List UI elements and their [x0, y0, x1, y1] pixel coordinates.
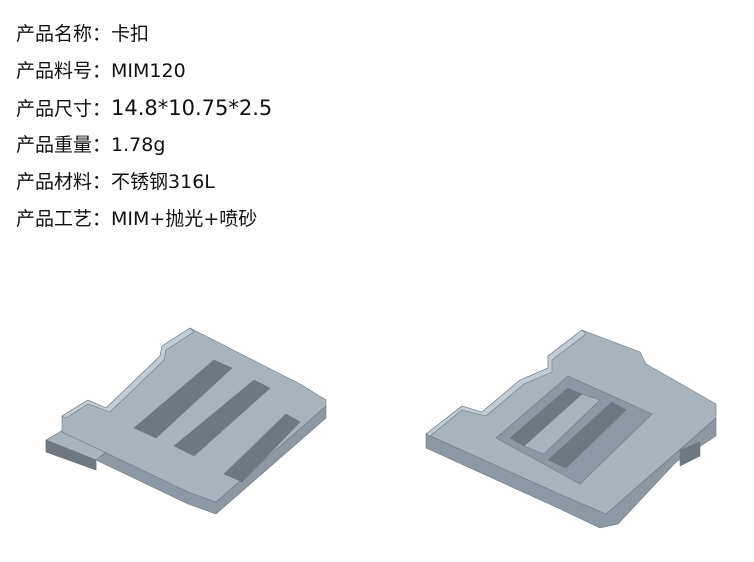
buckle-edge-highlight — [425, 329, 587, 437]
buckle-edge-highlight — [61, 327, 195, 419]
spec-row-process: 产品工艺：MIM+抛光+喷砂 — [16, 205, 272, 242]
spec-value-size: 14.8*10.75*2.5 — [111, 96, 273, 120]
spec-label: 产品重量： — [16, 134, 112, 156]
product-image-front — [18, 300, 358, 540]
spec-label: 产品名称： — [16, 23, 112, 45]
buckle-back-render — [425, 329, 717, 529]
spec-row-material: 产品材料：不锈钢316L — [16, 168, 272, 205]
buckle-slot — [547, 401, 627, 469]
spec-value-material: 不锈钢316L — [111, 171, 215, 193]
buckle-front-render — [45, 327, 327, 515]
product-image-back — [400, 300, 740, 540]
spec-row-weight: 产品重量：1.78g — [16, 131, 272, 168]
buckle-slot — [133, 359, 233, 439]
spec-value-weight: 1.78g — [111, 134, 166, 156]
buckle-bar — [523, 393, 601, 455]
spec-label: 产品尺寸： — [16, 98, 112, 120]
spec-label: 产品材料： — [16, 171, 112, 193]
spec-value-part-number: MIM120 — [111, 60, 186, 82]
product-spec-list: 产品名称：卡扣 产品料号：MIM120 产品尺寸：14.8*10.75*2.5 … — [16, 20, 272, 242]
spec-value-name: 卡扣 — [111, 23, 150, 45]
spec-label: 产品料号： — [16, 60, 112, 82]
spec-value-process: MIM+抛光+喷砂 — [111, 208, 258, 230]
spec-label: 产品工艺： — [16, 208, 112, 230]
spec-row-part-number: 产品料号：MIM120 — [16, 57, 272, 94]
buckle-slot — [223, 413, 301, 483]
buckle-foot — [679, 441, 701, 467]
spec-row-size: 产品尺寸：14.8*10.75*2.5 — [16, 94, 272, 131]
buckle-slot — [173, 379, 271, 457]
buckle-tab-side — [45, 439, 97, 471]
spec-row-name: 产品名称：卡扣 — [16, 20, 272, 57]
